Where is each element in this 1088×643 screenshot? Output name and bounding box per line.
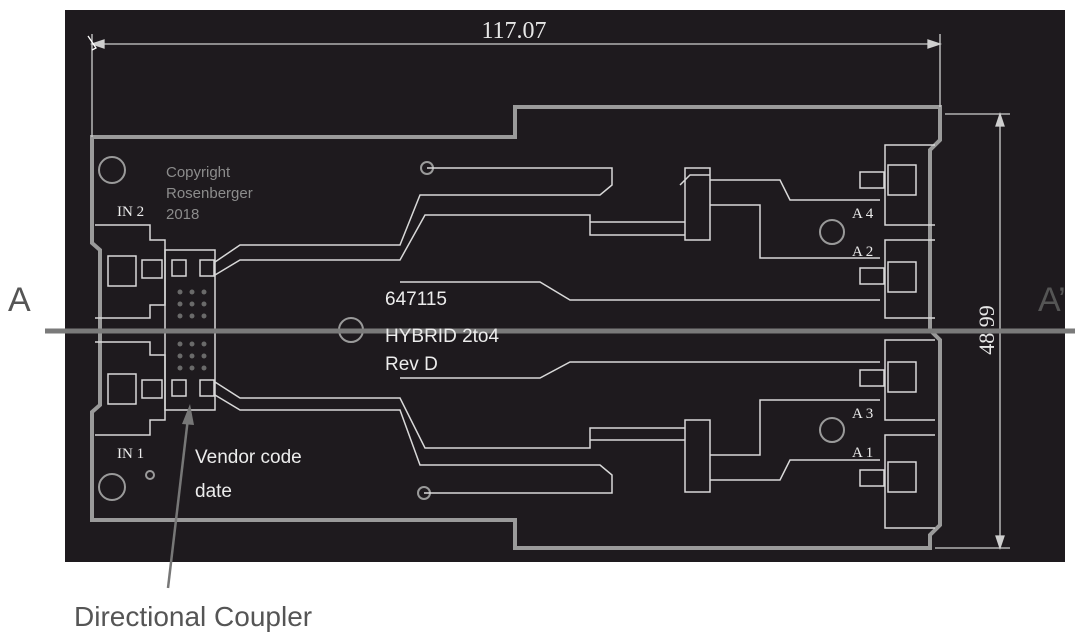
- port-label-in2: IN 2: [117, 204, 144, 220]
- vendor-code-line2: date: [195, 481, 232, 502]
- part-number: 647115: [385, 289, 447, 310]
- port-label-a3: A 3: [852, 406, 873, 422]
- part-name: HYBRID 2to4: [385, 326, 499, 347]
- callout-label: Directional Coupler: [74, 601, 312, 632]
- mounting-hole-right-lower: [819, 417, 845, 443]
- upper-traces: [214, 167, 880, 301]
- port-label-a4: A 4: [852, 206, 874, 222]
- port-label-in1: IN 1: [117, 446, 144, 462]
- via-small: [145, 470, 155, 480]
- section-label-left: A: [8, 281, 31, 319]
- mounting-hole-top-left: [98, 156, 126, 184]
- copyright-line3: 2018: [166, 206, 199, 223]
- mounting-hole-bottom-left: [98, 473, 126, 501]
- right-connectors: [859, 144, 935, 529]
- copyright-line1: Copyright: [166, 164, 231, 181]
- port-label-a2: A 2: [852, 244, 873, 260]
- board-background: [65, 10, 1065, 562]
- width-dimension: [87, 34, 943, 137]
- copyright-line2: Rosenberger: [166, 185, 253, 202]
- lower-traces: [214, 361, 880, 494]
- vendor-code-line1: Vendor code: [195, 447, 302, 468]
- section-label-right: A’: [1038, 281, 1066, 319]
- mounting-hole-right-upper: [819, 219, 845, 245]
- coupler-vias: [177, 289, 207, 371]
- revision: Rev D: [385, 354, 438, 375]
- width-label: 117.07: [481, 18, 546, 44]
- coupler-callout-arrow: [166, 404, 194, 589]
- port-label-a1: A 1: [852, 445, 873, 461]
